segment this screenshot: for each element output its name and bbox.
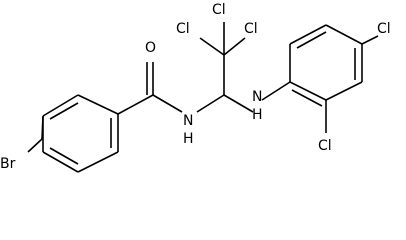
- amine-hydrogen-label: H: [252, 107, 263, 123]
- bromophenyl-ring: [41, 94, 119, 173]
- bond: [325, 81, 363, 101]
- dichlorophenyl-ring: [289, 24, 379, 133]
- bond: [361, 35, 379, 45]
- bond: [196, 94, 225, 113]
- bond: [117, 94, 154, 115]
- chlorine-ortho-label: Cl: [318, 138, 332, 154]
- bond: [152, 94, 183, 113]
- chlorine-top-right-label: Cl: [244, 21, 258, 37]
- oxygen-atom-label: O: [145, 40, 156, 56]
- bond: [223, 94, 254, 113]
- bond: [296, 31, 327, 49]
- bond: [42, 151, 79, 173]
- bond: [27, 138, 43, 153]
- bond: [77, 94, 119, 115]
- bond: [199, 37, 225, 56]
- bond: [289, 81, 327, 101]
- bond: [291, 89, 323, 107]
- bond: [42, 94, 79, 117]
- bond: [49, 147, 79, 165]
- bond: [261, 81, 291, 101]
- bond: [289, 24, 327, 45]
- chlorine-top-center-label: Cl: [212, 2, 226, 18]
- chemical-structure-diagram: O N H N H Br Cl Cl Cl Cl Cl: [0, 2, 391, 173]
- bond: [49, 102, 79, 120]
- bromine-atom-label: Br: [0, 156, 16, 172]
- chlorine-top-left-label: Cl: [176, 21, 190, 37]
- amine-nitrogen-label: N: [252, 89, 262, 105]
- amide-nitrogen-label: N: [183, 113, 193, 129]
- bond: [325, 24, 363, 45]
- amide-linker: [117, 22, 291, 115]
- bond: [223, 37, 246, 56]
- bond: [77, 151, 119, 173]
- chlorine-para-label: Cl: [377, 21, 391, 37]
- amide-hydrogen-label: H: [183, 131, 194, 147]
